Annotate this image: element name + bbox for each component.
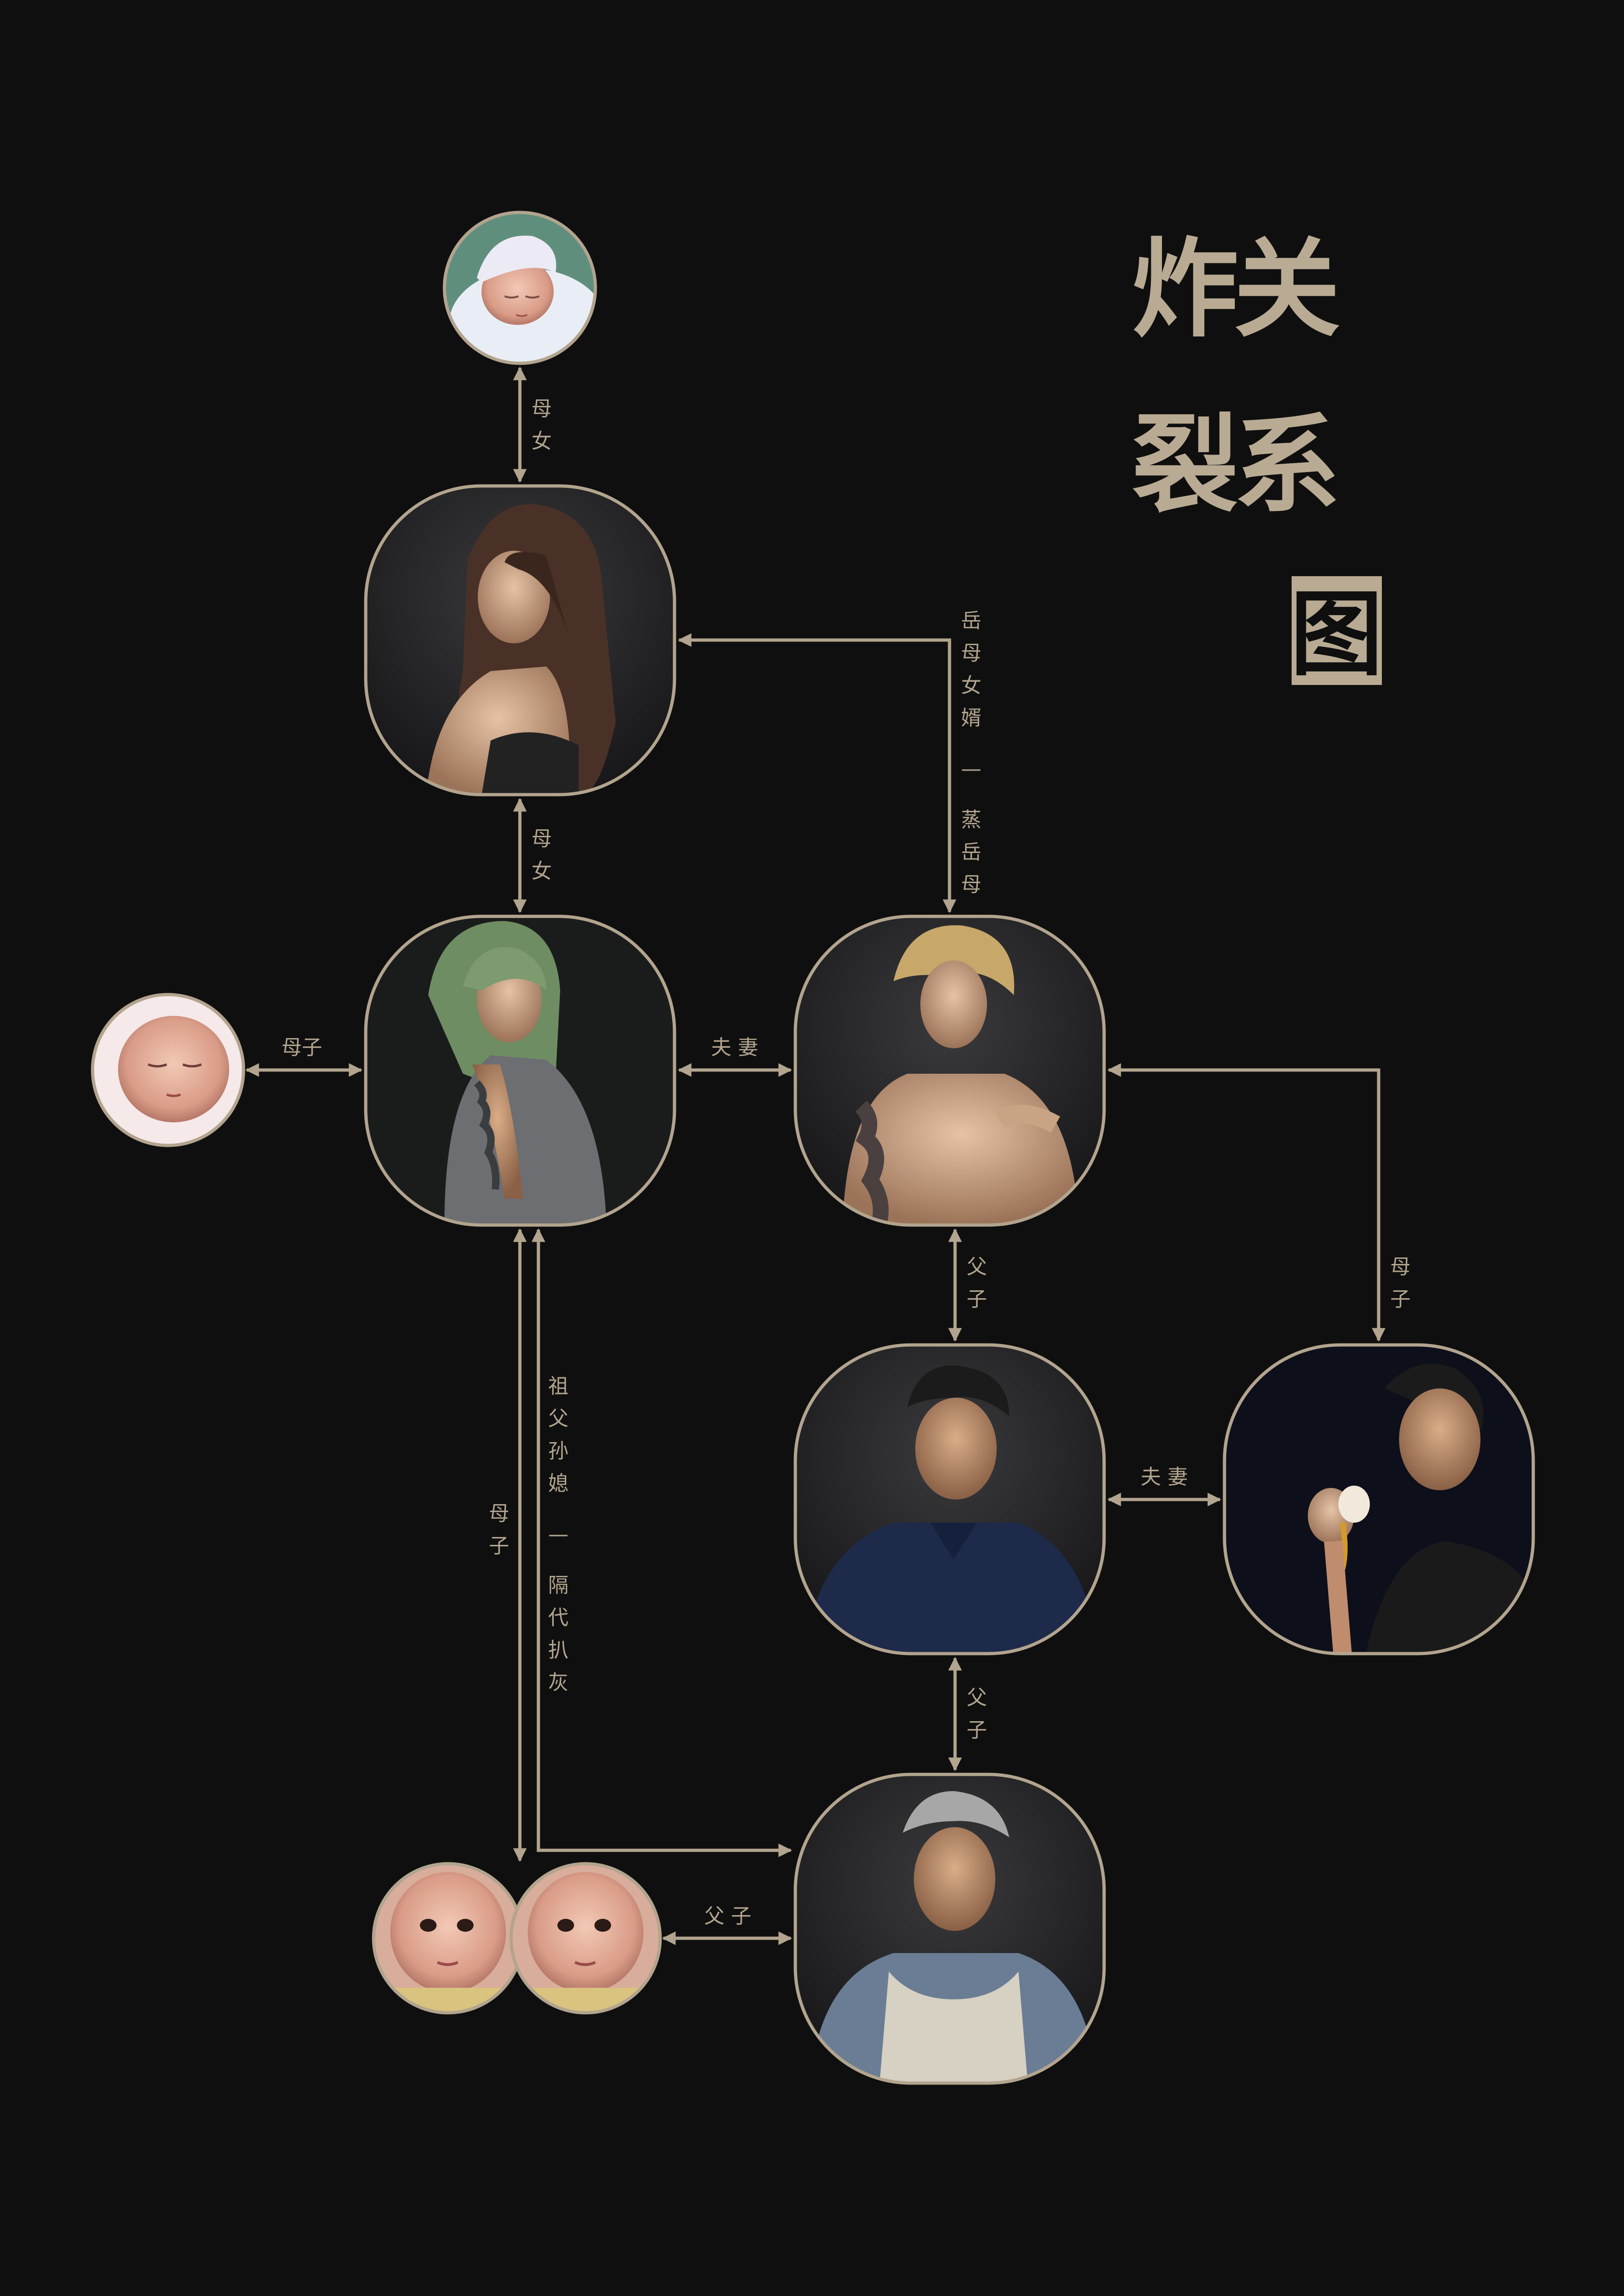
label-gf-gdil-2: 父 (548, 1407, 568, 1431)
node-green-hair-woman[interactable] (364, 915, 676, 1227)
man-navy-polo-photo (795, 1345, 1104, 1654)
frame-twin-b (509, 1862, 662, 2015)
label-father-son-1-b: 子 (967, 1288, 987, 1311)
label-mother-son-left: 母子 (281, 1036, 322, 1059)
label-husband-wife-top: 夫 妻 (711, 1036, 758, 1059)
label-gf-gdil-5: — (548, 1523, 568, 1546)
label-mother-daughter-mid-1: 母 (531, 827, 552, 851)
node-infant-left[interactable] (91, 993, 245, 1148)
node-old-man[interactable] (793, 1773, 1106, 2085)
label-gf-gdil-7: 代 (548, 1606, 568, 1630)
title-char-4: 裂 (1132, 404, 1238, 528)
title: 关 系 炸 裂 图 (1132, 228, 1383, 689)
node-twin-b[interactable] (509, 1862, 663, 2016)
node-grandmother[interactable] (364, 484, 676, 796)
woman-holding-egg-photo (1224, 1345, 1533, 1654)
link-blond-mil (1107, 1063, 1386, 1342)
node-twin-a[interactable] (372, 1862, 525, 2016)
link-green-old (531, 1228, 792, 1857)
label-gf-gdil-3: 孙 (548, 1439, 568, 1463)
label-mother-daughter-mid-2: 女 (531, 859, 552, 883)
label-mother-son-right-a: 母 (1390, 1255, 1411, 1279)
label-mil-sil-3: 女 (961, 674, 981, 697)
label-mother-son-vertical-a: 母 (489, 1502, 509, 1525)
label-mil-sil-6: 蒸 (961, 808, 981, 832)
title-char-3: 炸 (1132, 228, 1238, 352)
woman-green-hair-tattoo-photo (366, 916, 675, 1225)
label-gf-gdil-6: 隔 (548, 1574, 568, 1597)
label-father-son-2-b: 子 (967, 1718, 987, 1742)
node-infant-top[interactable] (443, 211, 606, 380)
frame-mother-in-law (1223, 1343, 1535, 1655)
label-father-son-twins: 父 子 (704, 1904, 751, 1928)
man-blond-tattoo-photo (795, 916, 1104, 1225)
label-mother-son-vertical-b: 子 (489, 1534, 509, 1558)
node-mother-in-law[interactable] (1223, 1343, 1535, 1655)
frame-infant-left (91, 993, 245, 1147)
label-mil-sil-2: 母 (961, 641, 981, 665)
relation-labels: 母 女 母 女 岳 母 女 婿 — 蒸 岳 母 母子 夫 妻 父 子 母 子 夫… (281, 397, 1411, 1928)
label-gf-gdil-9: 灰 (548, 1671, 568, 1694)
node-middle-aged-man[interactable] (793, 1343, 1106, 1655)
label-mother-daughter-top-2: 女 (531, 429, 552, 453)
frame-green-hair-woman (364, 915, 676, 1227)
label-mil-sil-5: — (961, 757, 981, 781)
title-char-1: 关 (1234, 228, 1340, 352)
label-mil-sil-1: 岳 (961, 609, 981, 633)
node-blond-man[interactable] (793, 915, 1106, 1227)
label-mil-sil-7: 岳 (961, 840, 981, 864)
label-gf-gdil-8: 扒 (548, 1638, 568, 1662)
label-gf-gdil-1: 祖 (548, 1375, 568, 1398)
label-mother-son-right-b: 子 (1390, 1288, 1411, 1311)
label-gf-gdil-4: 媳 (548, 1472, 568, 1495)
title-box (1292, 576, 1382, 685)
baby-photo (375, 1865, 521, 2011)
link-blond-grandmother (678, 633, 956, 913)
label-mil-sil-8: 母 (961, 873, 981, 896)
label-father-son-1-a: 父 (967, 1255, 987, 1279)
frame-middle-aged-man (793, 1343, 1106, 1655)
frame-old-man (793, 1773, 1106, 2085)
frame-grandmother (364, 484, 676, 796)
woman-long-brown-hair-photo (366, 486, 675, 795)
baby-photo (512, 1865, 659, 2011)
newborn-in-white-hat-photo (446, 214, 594, 362)
frame-infant-top (443, 211, 597, 365)
connectors (245, 367, 1386, 1945)
label-mother-daughter-top-1: 母 (531, 397, 552, 421)
frame-blond-man (793, 915, 1106, 1227)
elderly-man-apron-photo (795, 1774, 1104, 2083)
label-mil-sil-4: 婿 (961, 706, 981, 730)
label-husband-wife-bottom: 夫 妻 (1141, 1465, 1188, 1489)
title-char-5: 图 (1290, 581, 1383, 689)
label-father-son-2-a: 父 (967, 1686, 987, 1710)
newborn-sleeping-photo (94, 996, 242, 1144)
title-char-2: 系 (1234, 404, 1340, 528)
